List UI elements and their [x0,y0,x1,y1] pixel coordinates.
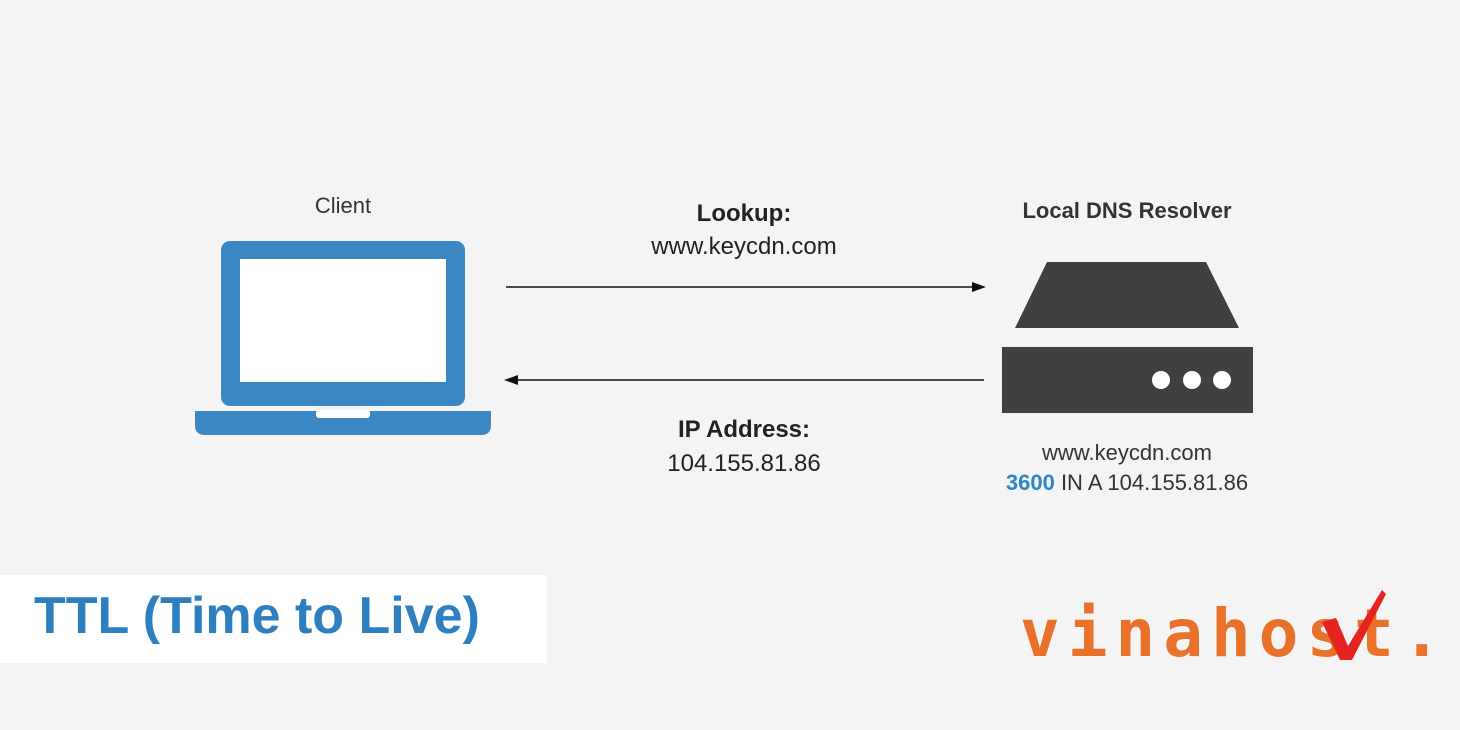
title-box [0,575,547,663]
ttl-value: 3600 [1005,470,1055,495]
resolver-label: Local DNS Resolver [1022,198,1232,223]
page-title: TTL (Time to Live) [34,587,480,645]
request-arrow [506,282,986,292]
response-arrow [504,375,984,385]
lookup-title: Lookup: [696,200,792,227]
arrows [504,282,986,385]
dns-record-domain: www.keycdn.com [1042,440,1212,465]
checkmark-icon [1322,590,1386,660]
ip-address-value: 104.155.81.86 [667,450,821,477]
client-label: Client [314,193,372,218]
server-icon [1002,262,1253,413]
dns-record-rest: IN A 104.155.81.86 [1054,470,1249,495]
ip-address-title: IP Address: [677,416,811,443]
laptop-icon [195,241,491,435]
dns-record-line: 3600 IN A 104.155.81.86 [957,470,1297,496]
lookup-value: www.keycdn.com [651,233,837,260]
